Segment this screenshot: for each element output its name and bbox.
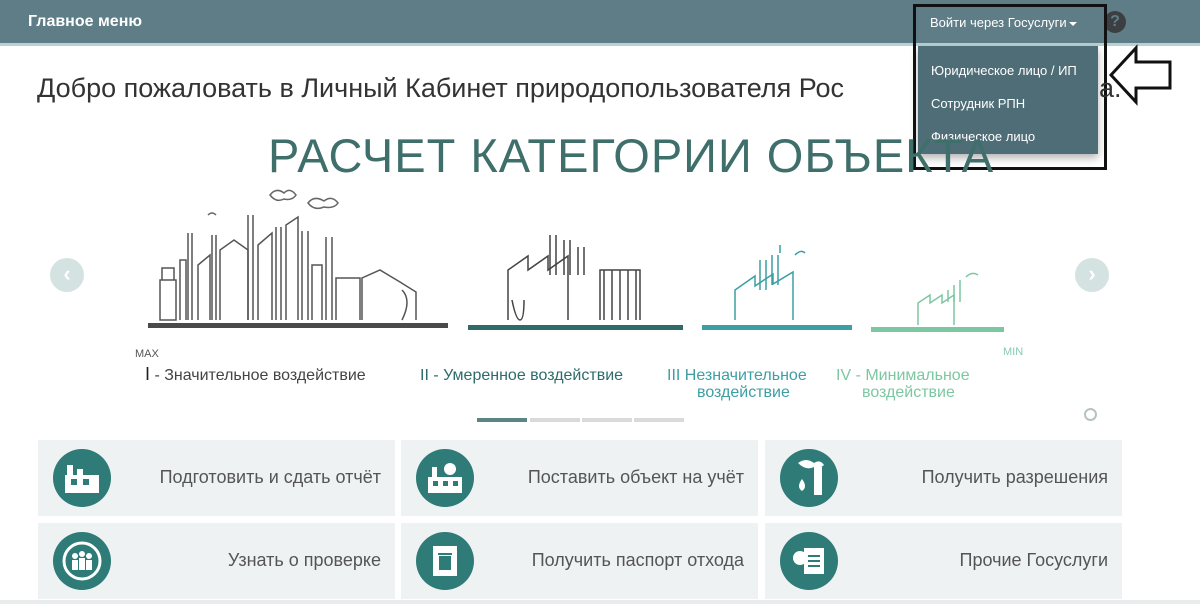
scale-max-label: MAX xyxy=(135,348,159,360)
report-factory-icon xyxy=(53,449,111,507)
category-3-numeral: III xyxy=(667,367,681,384)
gosuslugi-login-dropdown[interactable]: Войти через Госуслуги xyxy=(930,15,1077,30)
service-tile-permits[interactable]: Получить разрешения xyxy=(765,440,1122,516)
emblem-document-icon xyxy=(780,532,838,590)
category-3-text: Незначительное xyxy=(684,367,807,384)
carousel-indicator-1[interactable] xyxy=(477,418,527,422)
service-tile-other[interactable]: Прочие Госуслуги xyxy=(765,523,1122,599)
annotation-highlight-box xyxy=(913,4,1107,170)
top-navbar: Главное меню Войти через Госуслуги ? xyxy=(0,0,1200,46)
category-1-text: Значительное воздействие xyxy=(164,367,366,384)
category-1-sep: - xyxy=(150,367,165,384)
carousel-next-button[interactable]: › xyxy=(1075,258,1109,292)
menu-item-individual[interactable]: Физическое лицо xyxy=(931,129,1036,144)
service-label: Поставить объект на учёт xyxy=(527,467,744,487)
carousel-pause-icon[interactable] xyxy=(1084,408,1097,421)
category-2-sep: - xyxy=(428,367,444,384)
caret-down-icon xyxy=(1068,21,1077,26)
welcome-heading-tail: а. xyxy=(1099,73,1122,103)
industry-illustration xyxy=(148,189,1004,332)
annotation-arrow-icon xyxy=(1108,44,1172,106)
category-4-text: Минимальное xyxy=(865,367,970,384)
category-2-numeral: II xyxy=(420,367,429,384)
service-label: Подготовить и сдать отчёт xyxy=(159,467,381,487)
question-circle-icon[interactable]: ? xyxy=(1104,11,1126,33)
category-4-sep: - xyxy=(851,367,866,384)
category-2-label: II - Умеренное воздействие xyxy=(420,367,623,384)
service-tile-inspection[interactable]: Узнать о проверке xyxy=(38,523,395,599)
slide-title: РАСЧЕТ КАТЕГОРИИ ОБЪЕКТА xyxy=(268,129,995,182)
service-tile-waste-passport[interactable]: Получить паспорт отхода xyxy=(401,523,758,599)
service-label: Узнать о проверке xyxy=(227,550,381,570)
menu-item-legal-entity[interactable]: Юридическое лицо / ИП xyxy=(931,63,1077,78)
carousel-indicator-3[interactable] xyxy=(582,418,632,422)
waste-passport-icon xyxy=(416,532,474,590)
inspection-people-icon xyxy=(53,532,111,590)
login-label: Войти через Госуслуги xyxy=(930,15,1067,30)
category-4-text-line2: воздействие xyxy=(862,384,955,401)
category-1-numeral: I xyxy=(145,364,151,384)
service-label: Прочие Госуслуги xyxy=(959,550,1108,570)
footer-edge xyxy=(0,600,1200,604)
register-factory-icon xyxy=(416,449,474,507)
service-label: Получить паспорт отхода xyxy=(531,550,744,570)
carousel-prev-button[interactable]: ‹ xyxy=(50,258,84,292)
category-4-numeral: IV xyxy=(836,367,852,384)
emissions-permit-icon xyxy=(780,449,838,507)
welcome-heading: Добро пожаловать в Личный Кабинет природ… xyxy=(37,73,845,103)
category-2-text: Умеренное воздействие xyxy=(443,367,624,384)
main-menu-link[interactable]: Главное меню xyxy=(28,13,143,30)
service-tile-report[interactable]: Подготовить и сдать отчёт xyxy=(38,440,395,516)
service-tile-register[interactable]: Поставить объект на учёт xyxy=(401,440,758,516)
impact-scale-barcode xyxy=(172,345,997,363)
category-1-label: I - Значительное воздействие xyxy=(145,364,366,384)
carousel-indicator-4[interactable] xyxy=(634,418,684,422)
menu-item-rpn-employee[interactable]: Сотрудник РПН xyxy=(931,96,1026,111)
login-dropdown-menu: Юридическое лицо / ИП Сотрудник РПН Физи… xyxy=(918,46,1098,154)
service-label: Получить разрешения xyxy=(921,467,1108,487)
carousel-indicator-2[interactable] xyxy=(530,418,580,422)
category-3-text-line2: воздействие xyxy=(697,384,790,401)
scale-min-label: MIN xyxy=(1003,346,1024,358)
